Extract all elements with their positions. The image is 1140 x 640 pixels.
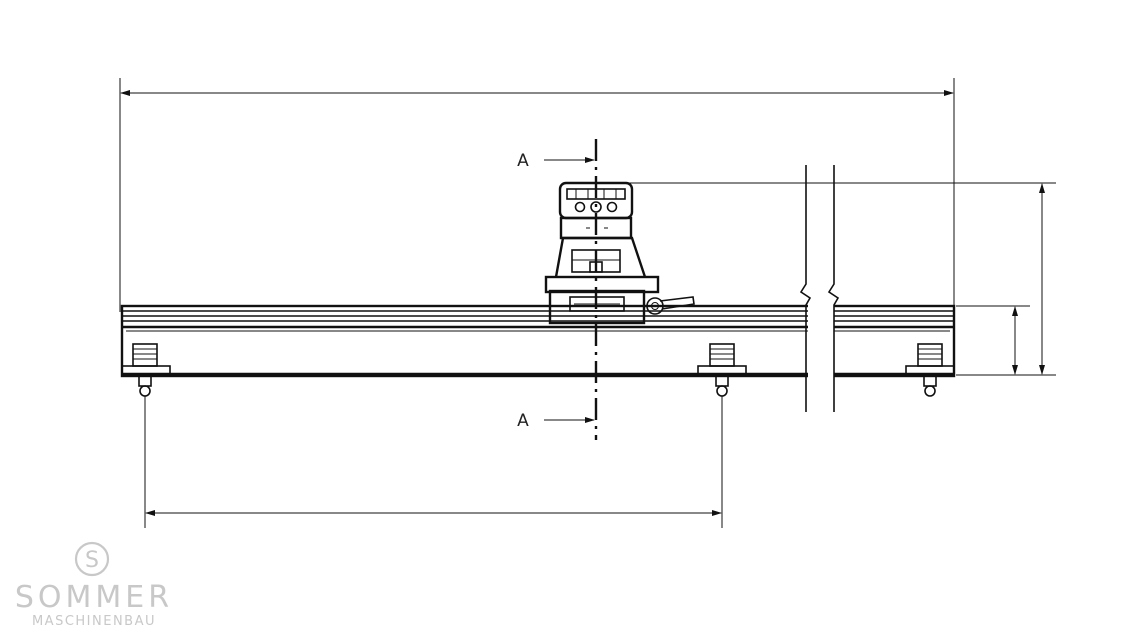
height-dimensions bbox=[628, 182, 1056, 376]
logo-icon-letter: S bbox=[85, 548, 99, 573]
carriage-assembly bbox=[544, 181, 695, 325]
section-label-bottom: A bbox=[517, 411, 529, 431]
break-symbol bbox=[799, 160, 840, 420]
overall-length-dimension bbox=[119, 78, 955, 312]
mounting-foot-left bbox=[121, 343, 171, 528]
section-label-top: A bbox=[517, 151, 529, 171]
clamp-lever-icon bbox=[646, 296, 695, 315]
logo-subtitle: MASCHINENBAU bbox=[32, 614, 156, 629]
logo-name: SOMMER bbox=[15, 580, 173, 615]
mounting-foot-right bbox=[905, 343, 955, 397]
sommer-logo: S SOMMER MASCHINENBAU bbox=[15, 541, 173, 629]
mounting-foot-middle bbox=[697, 343, 747, 528]
section-line-a-a: A A bbox=[517, 139, 598, 440]
